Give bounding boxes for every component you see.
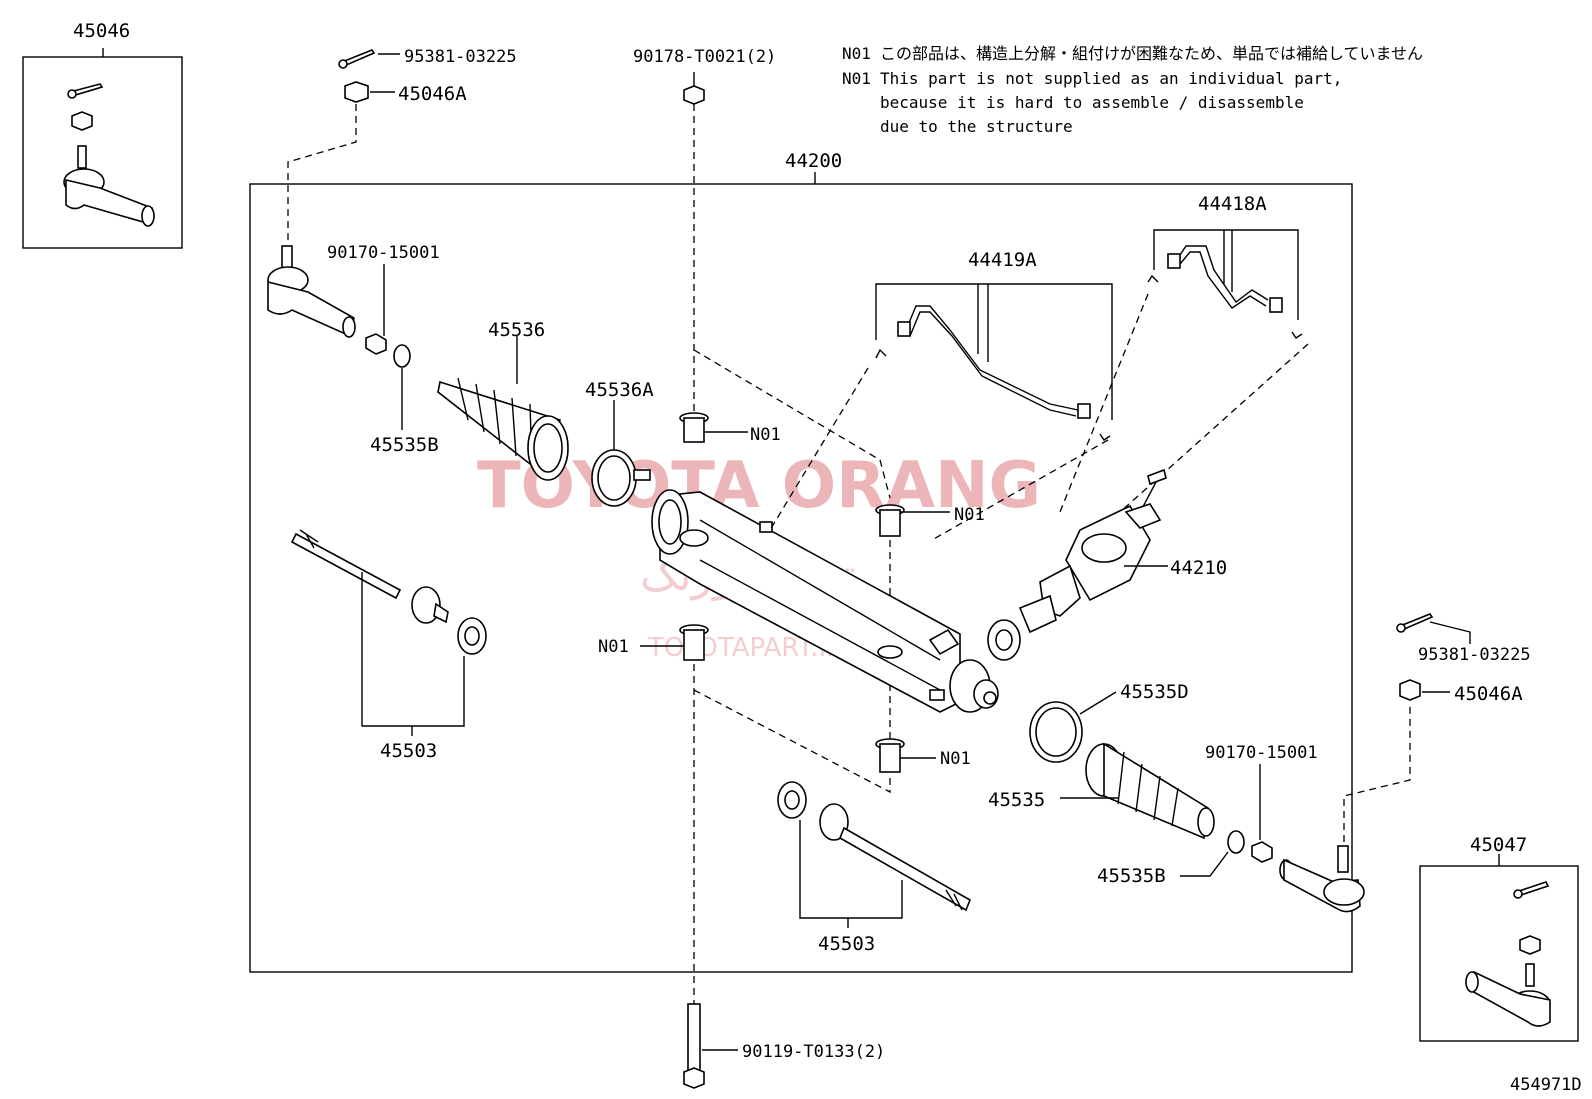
bushing-n01-bottom-left — [679, 624, 709, 661]
label-n01-d: N01 — [940, 749, 971, 769]
tie-rod-end-45047-inset — [1465, 881, 1551, 1027]
label-n01-b: N01 — [954, 505, 985, 525]
cotter-pin-right — [1396, 613, 1434, 633]
clamp-45535D — [1029, 701, 1083, 763]
clamp-45536A — [591, 449, 651, 507]
pipe-44418A — [1147, 245, 1303, 339]
pinion-valve-44210 — [1018, 468, 1167, 634]
label-n01-c: N01 — [598, 637, 629, 657]
bolt-90178 — [683, 85, 705, 105]
bushing-n01-top-left — [679, 412, 709, 443]
inner-tie-rod-45503-bottom — [819, 803, 972, 912]
inner-tie-rod-45503-left — [290, 529, 449, 624]
label-45536A: 45536A — [585, 379, 654, 401]
boot-45535 — [1085, 742, 1215, 840]
washer-45503-left — [457, 617, 487, 655]
label-45047: 45047 — [1470, 834, 1527, 856]
tie-rod-end-right — [1279, 845, 1365, 913]
watermark-brand: TOYOTA ORANG — [477, 449, 1041, 523]
label-45535: 45535 — [988, 789, 1045, 811]
label-45535B-right: 45535B — [1097, 865, 1166, 887]
note-code-en: N01 — [842, 69, 871, 88]
label-45535D: 45535D — [1120, 681, 1189, 703]
bolt-90119 — [683, 1003, 705, 1089]
label-45046A-right: 45046A — [1454, 683, 1523, 705]
note-text-ja: この部品は、構造上分解・組付けが困難なため、単品では補給していません — [880, 44, 1423, 63]
label-90119: 90119-T0133(2) — [742, 1042, 885, 1062]
lock-nut-left — [365, 333, 387, 355]
nut-45046A-left — [344, 81, 369, 103]
note-text-en-1: This part is not supplied as an individu… — [880, 69, 1342, 88]
label-44210: 44210 — [1170, 557, 1227, 579]
lock-nut-right — [1251, 841, 1273, 863]
label-95381-left: 95381-03225 — [404, 47, 517, 67]
steering-rack-housing-44200 — [651, 489, 999, 713]
label-45503-left: 45503 — [380, 740, 437, 762]
bushing-n01-bottom-right — [875, 738, 905, 773]
label-44419A: 44419A — [968, 249, 1037, 271]
tie-rod-end-left — [267, 245, 356, 338]
clip-45535B-right — [1227, 830, 1245, 854]
pinion-gasket — [987, 619, 1021, 661]
label-45503-bottom: 45503 — [818, 933, 875, 955]
note-code-ja: N01 — [842, 44, 871, 63]
label-45536: 45536 — [488, 319, 545, 341]
label-n01-a: N01 — [750, 425, 781, 445]
clip-45535B-left — [393, 344, 411, 368]
nut-45046A-right — [1399, 679, 1421, 701]
cotter-pin-left — [338, 49, 376, 69]
note-text-en-2: because it is hard to assemble / disasse… — [880, 93, 1304, 112]
label-45046A-left: 45046A — [398, 83, 467, 105]
label-45046: 45046 — [73, 20, 130, 42]
boot-45536 — [437, 377, 569, 481]
tie-rod-end-45046-inset — [63, 83, 155, 227]
label-44200: 44200 — [785, 150, 842, 172]
diagram-id: 454971D — [1510, 1075, 1582, 1095]
inset-box-45046 — [22, 56, 183, 249]
inset-box-45047 — [1419, 865, 1579, 1042]
label-44418A: 44418A — [1198, 193, 1267, 215]
bushing-n01-top-right — [875, 504, 905, 537]
pipe-44419A — [875, 305, 1111, 441]
label-90170-left: 90170-15001 — [327, 243, 440, 263]
label-90178: 90178-T0021(2) — [633, 47, 776, 67]
label-95381-right: 95381-03225 — [1418, 645, 1531, 665]
note-text-en-3: due to the structure — [880, 117, 1073, 136]
washer-45503-bottom — [777, 781, 807, 819]
assembly-frame-44200 — [249, 183, 1353, 973]
label-45535B-left: 45535B — [370, 434, 439, 456]
label-90170-right: 90170-15001 — [1205, 743, 1318, 763]
